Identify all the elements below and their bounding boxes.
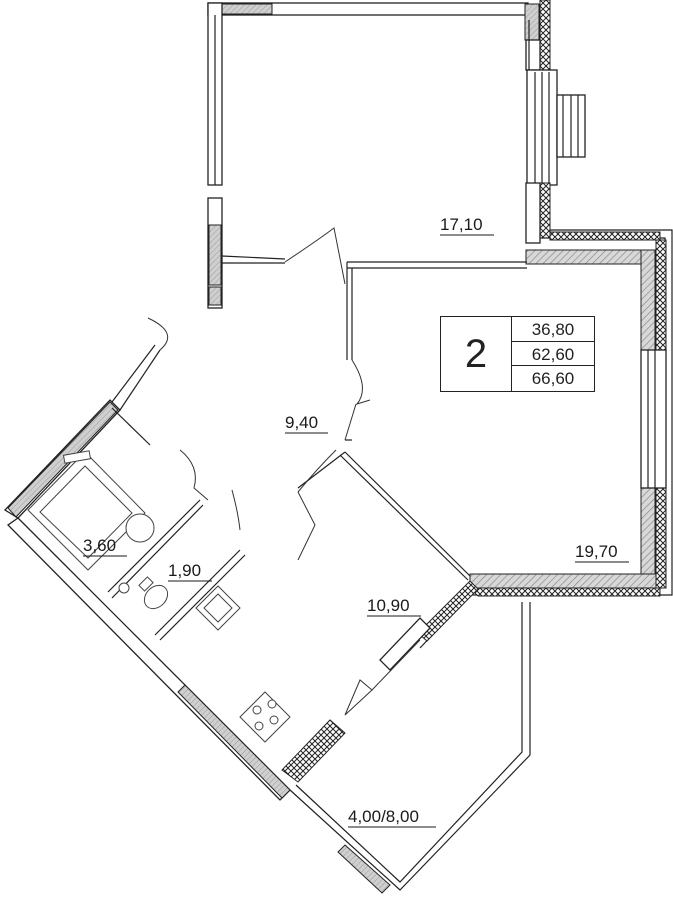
room-label-toilet: 1,90 [168,561,212,582]
stove [239,691,291,743]
wall-diagonal-outer [3,344,291,801]
area-bathroom: 3,60 [83,536,116,555]
doors [147,227,371,561]
area-balcony: 4,00/8,00 [348,807,419,826]
wall-top-room [207,0,551,309]
wall-bathroom [107,407,246,641]
area-toilet: 1,90 [168,561,201,580]
room-count: 2 [464,332,488,376]
apartment-summary-box: 2 36,80 62,60 66,60 [440,316,595,392]
area-living-room: 19,70 [575,542,618,561]
wall-kitchen [281,451,479,783]
area-top-room: 17,10 [440,215,483,234]
room-label-balcony: 4,00/8,00 [348,807,436,828]
bathtub [27,450,146,571]
wall-living-room [345,229,673,649]
room-label-bathroom: 3,60 [83,536,127,557]
room-label-top: 17,10 [440,215,494,236]
window-top-right [525,69,586,244]
total-area-with-balcony-value: 66,60 [531,369,575,389]
toilet-bowl [138,576,169,610]
total-area-value: 62,60 [512,342,594,367]
kitchen-sink [195,585,241,631]
room-label-kitchen: 10,90 [367,596,421,617]
balcony [289,602,531,894]
area-summary: 36,80 62,60 66,60 [511,317,594,391]
room-label-living: 19,70 [575,542,629,563]
sink [118,513,155,594]
living-area-value: 36,80 [512,317,594,342]
area-kitchen: 10,90 [367,596,410,615]
area-hallway: 9,40 [285,413,318,432]
room-label-hallway: 9,40 [285,413,328,434]
